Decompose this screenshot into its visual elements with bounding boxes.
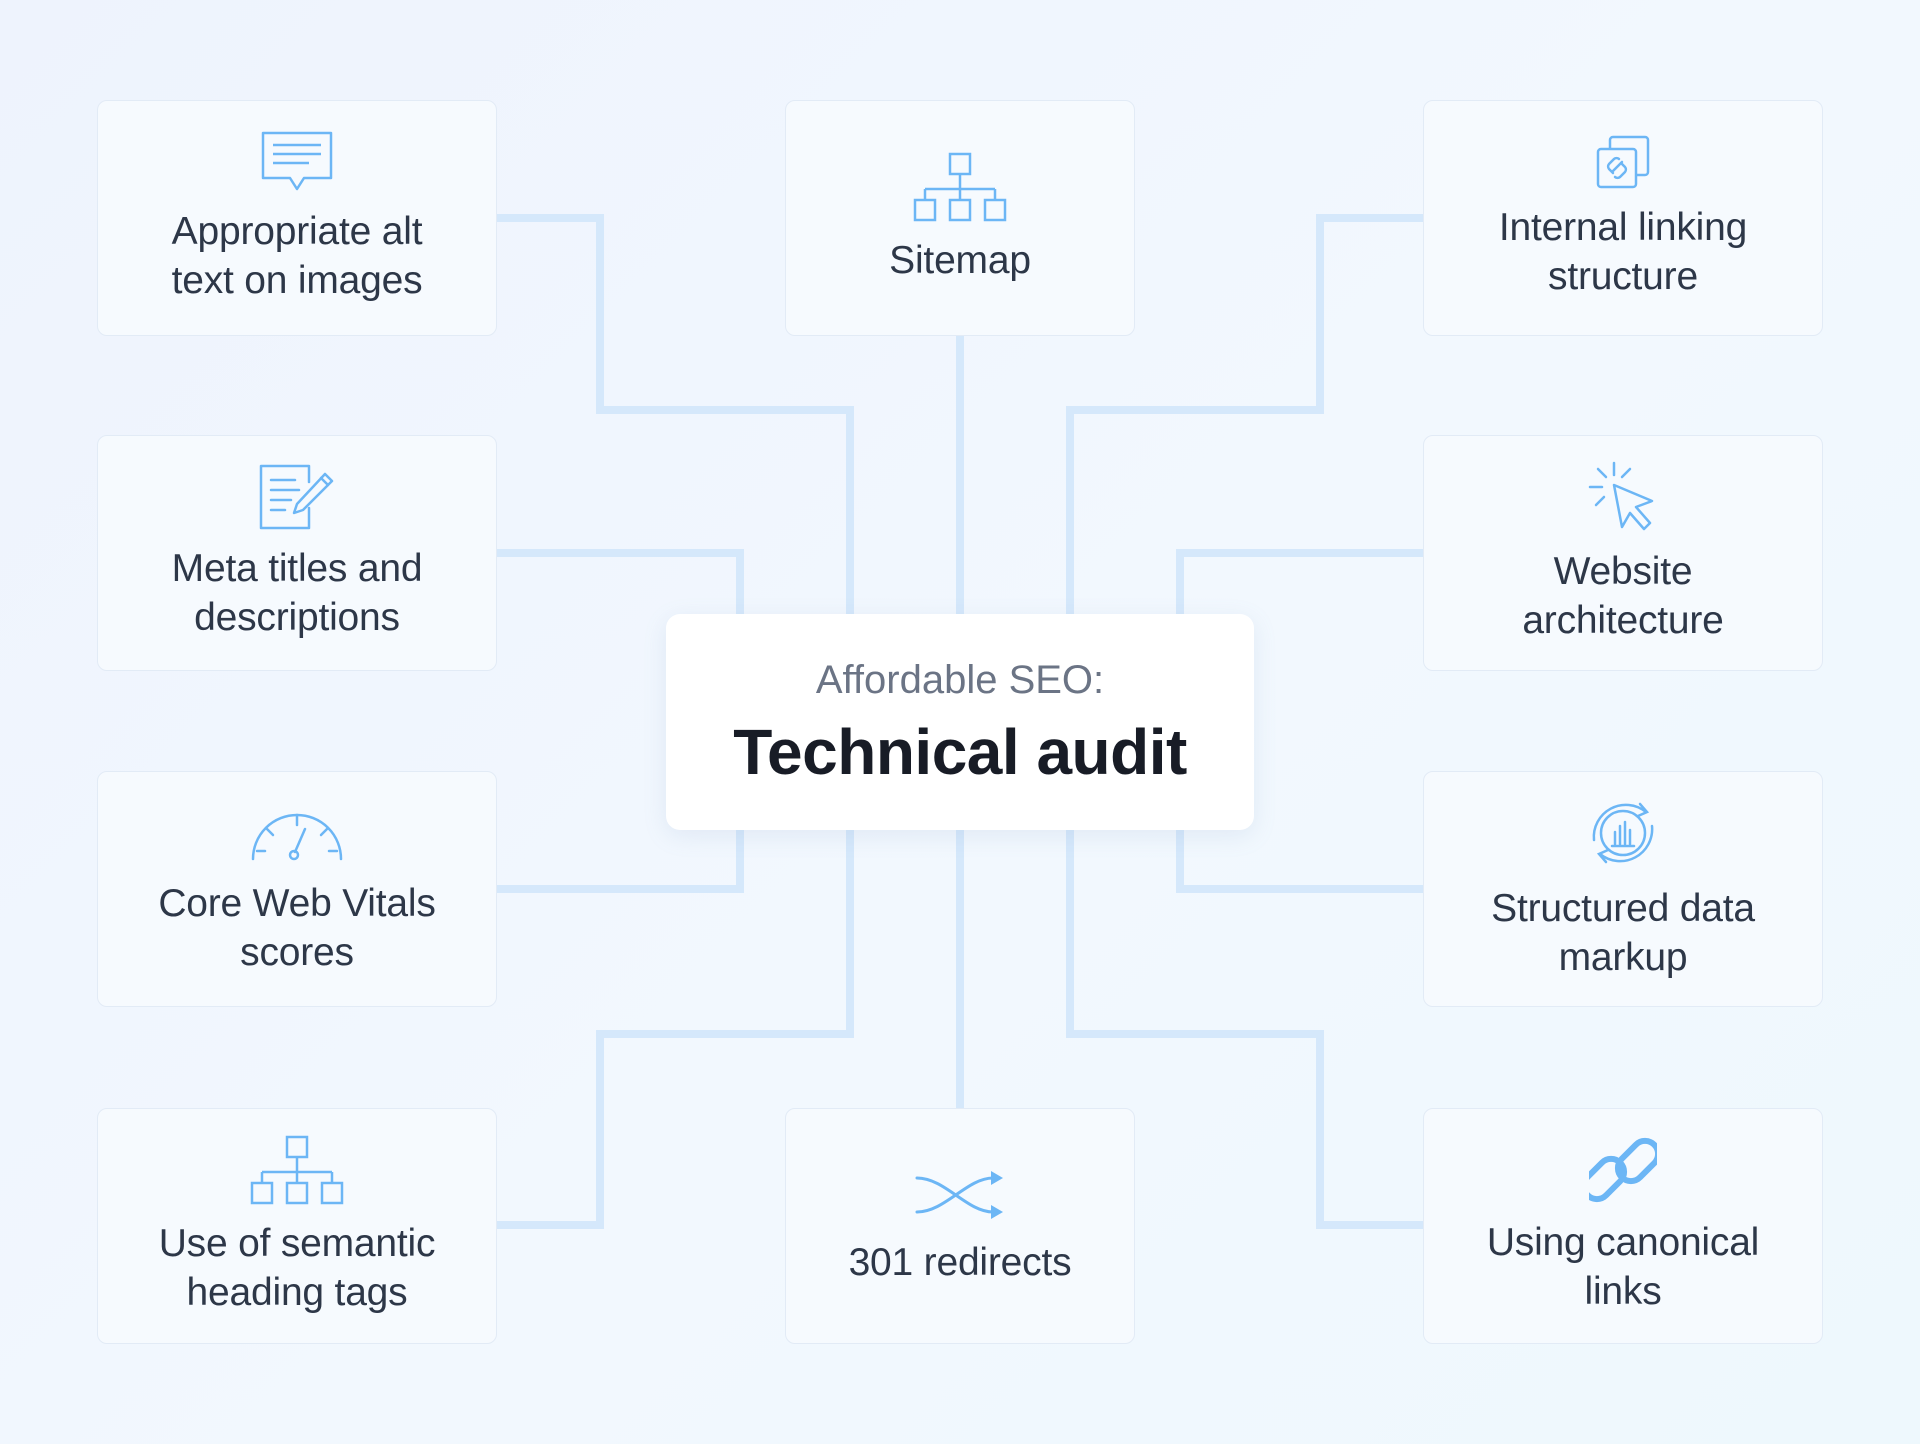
connector-structured-data <box>1176 830 1423 893</box>
document-edit-icon <box>259 464 335 530</box>
chain-link-icon <box>1589 1136 1657 1204</box>
card-label: Website architecture <box>1522 550 1724 642</box>
connector-website-architecture <box>1176 549 1423 614</box>
connector-core-web-vitals <box>497 830 744 893</box>
connector-canonical-links <box>1066 830 1423 1229</box>
card-label: Sitemap <box>889 238 1031 282</box>
card-label: 301 redirects <box>848 1240 1072 1284</box>
data-chart-cycle-icon <box>1586 796 1660 870</box>
card-internal-linking[interactable]: Internal linking structure <box>1423 100 1823 336</box>
center-title: Technical audit <box>733 716 1187 788</box>
card-label: Use of semantic heading tags <box>158 1222 436 1314</box>
center-subtitle: Affordable SEO: <box>815 658 1105 702</box>
connector-meta-titles <box>497 549 744 614</box>
linked-pages-icon <box>1596 135 1650 189</box>
cursor-click-icon <box>1586 461 1660 533</box>
speedometer-icon <box>247 801 347 865</box>
card-label: Using canonical links <box>1486 1221 1760 1313</box>
card-label: Internal linking structure <box>1498 206 1748 298</box>
card-sitemap[interactable]: Sitemap <box>785 100 1135 336</box>
card-website-architecture[interactable]: Website architecture <box>1423 435 1823 671</box>
card-redirects[interactable]: 301 redirects <box>785 1108 1135 1344</box>
card-structured-data[interactable]: Structured data markup <box>1423 771 1823 1007</box>
card-label: Appropriate alt text on images <box>171 210 423 302</box>
card-label: Core Web Vitals scores <box>158 882 436 974</box>
center-topic-card: Affordable SEO: Technical audit <box>666 614 1254 830</box>
connector-internal-linking <box>1066 214 1423 614</box>
card-meta-titles[interactable]: Meta titles and descriptions <box>97 435 497 671</box>
connector-alt-text <box>497 214 854 614</box>
speech-bubble-icon <box>261 131 333 193</box>
card-label: Meta titles and descriptions <box>171 547 423 639</box>
card-alt-text[interactable]: Appropriate alt text on images <box>97 100 497 336</box>
card-semantic-headings[interactable]: Use of semantic heading tags <box>97 1108 497 1344</box>
connector-semantic-headings <box>497 830 854 1229</box>
card-label: Structured data markup <box>1491 887 1755 979</box>
sitemap-icon <box>913 152 1007 222</box>
shuffle-arrows-icon <box>915 1166 1005 1224</box>
card-canonical-links[interactable]: Using canonical links <box>1423 1108 1823 1344</box>
hierarchy-icon <box>250 1135 344 1205</box>
card-core-web-vitals[interactable]: Core Web Vitals scores <box>97 771 497 1007</box>
